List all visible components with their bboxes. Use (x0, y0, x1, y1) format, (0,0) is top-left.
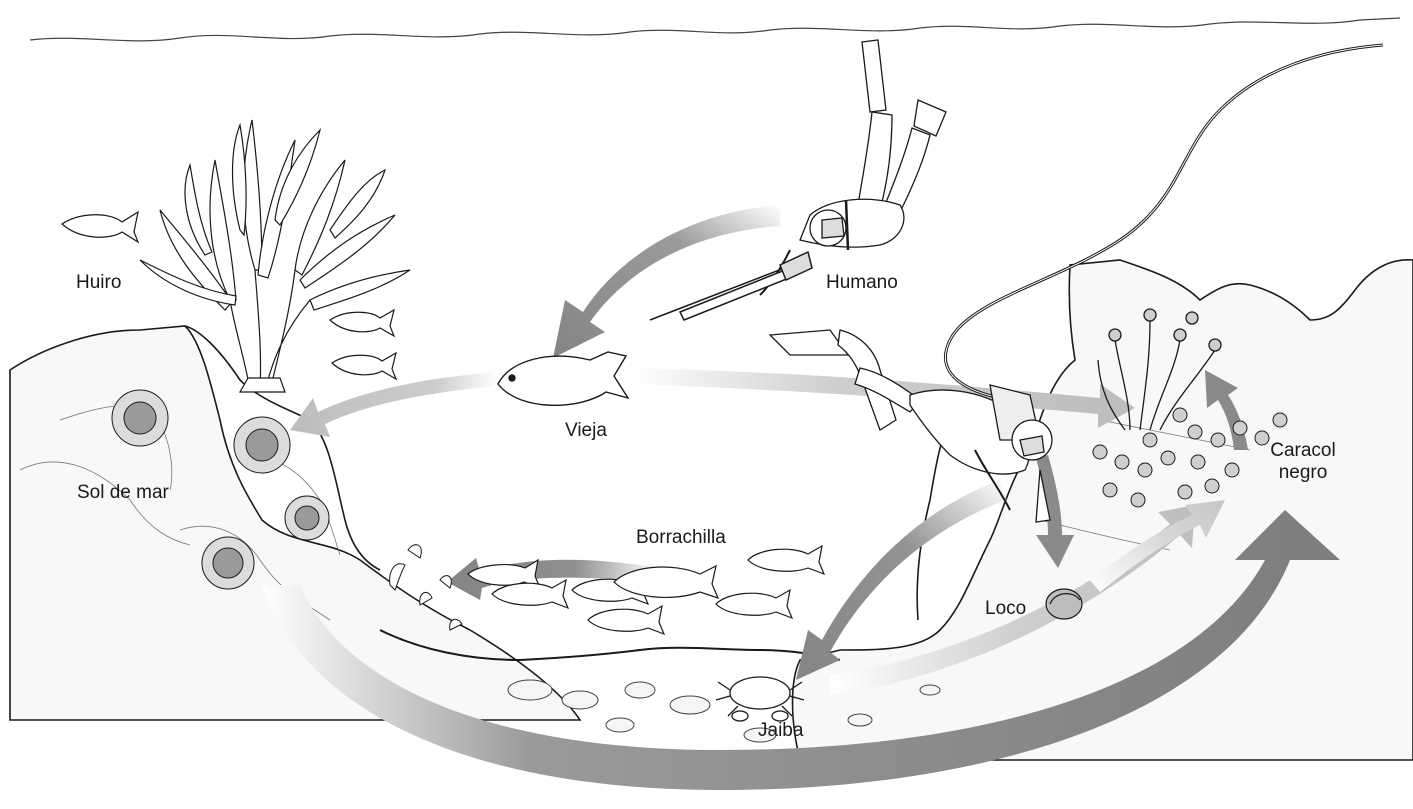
label-humano: Humano (826, 272, 898, 294)
label-borrachilla: Borrachilla (636, 527, 726, 549)
label-caracol-line1: Caracol (1268, 440, 1338, 462)
water-surface (30, 18, 1400, 41)
vieja-fish (498, 352, 628, 405)
arrow-vieja-to-sol (290, 372, 498, 437)
arrow-humano-to-vieja (553, 205, 780, 358)
snorkeler-illustration (760, 40, 946, 295)
label-loco: Loco (985, 598, 1026, 620)
loco-illustration (1046, 589, 1082, 619)
speargun-illustration (650, 252, 812, 320)
label-jaiba: Jaiba (758, 720, 803, 742)
borrachilla-fish-school (468, 546, 824, 634)
label-caracol-negro: Caracol negro (1268, 440, 1338, 484)
label-huiro: Huiro (76, 272, 121, 294)
jaiba-crab-illustration (716, 677, 804, 721)
label-caracol-line2: negro (1268, 462, 1338, 484)
label-sol-de-mar: Sol de mar (77, 482, 169, 504)
label-vieja: Vieja (565, 420, 607, 442)
